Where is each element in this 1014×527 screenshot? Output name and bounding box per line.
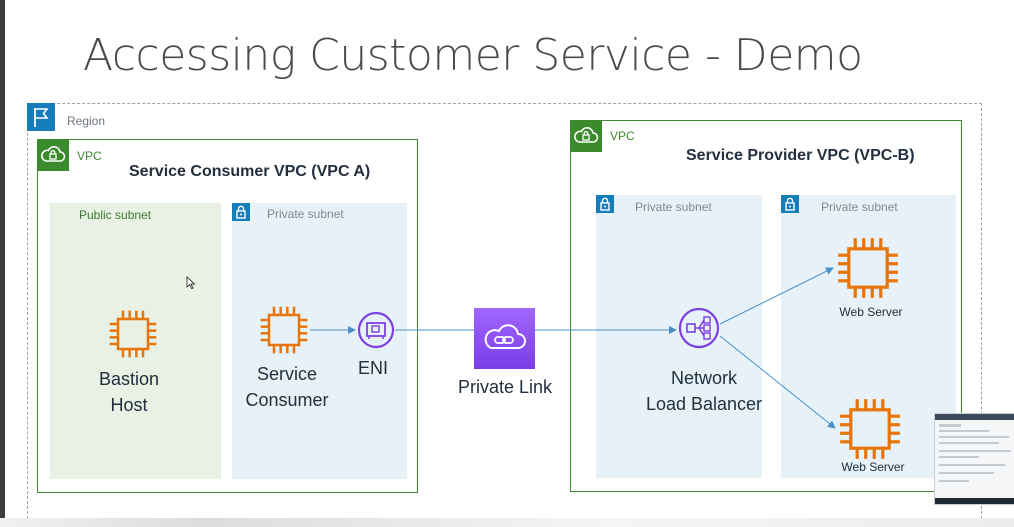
service-consumer-label-line1: Service — [256, 364, 318, 384]
private-subnet-provider-web — [781, 195, 956, 478]
private-link-label: Private Link — [457, 377, 553, 397]
private-subnet-label: Private subnet — [635, 200, 712, 214]
mouse-cursor-icon — [186, 276, 196, 290]
bastion-host-label: Bastion Host — [70, 366, 188, 418]
public-subnet-label: Public subnet — [79, 208, 152, 222]
private-subnet-label: Private subnet — [821, 200, 898, 214]
service-consumer-label: Service Consumer — [232, 361, 342, 413]
private-subnet-provider-nlb — [596, 195, 762, 478]
nlb-to-webserver2-arrow — [719, 335, 836, 429]
vpc-a-label: VPC — [77, 149, 102, 163]
slide-title: Accessing Customer Service - Demo — [83, 30, 863, 81]
web-server-label: Web Server — [839, 305, 903, 319]
vpc-a-title: Service Consumer VPC (VPC A) — [129, 163, 371, 180]
network-interface-icon — [357, 311, 395, 349]
cloud-lock-icon — [37, 139, 69, 171]
bottom-strip — [0, 518, 1014, 527]
flag-icon — [27, 103, 55, 131]
bastion-host-label-line1: Bastion — [98, 369, 160, 389]
left-edge-bar — [0, 0, 5, 527]
nlb-to-webserver1-arrow — [719, 267, 834, 325]
lock-icon — [596, 195, 614, 213]
vpc-b-title: Service Provider VPC (VPC-B) — [686, 147, 915, 164]
network-load-balancer-label: Network Load Balancer — [636, 365, 772, 417]
vpc-b-boundary — [570, 120, 962, 492]
vpc-a-boundary — [37, 139, 418, 493]
public-subnet — [50, 203, 221, 479]
cloud-lock-icon — [570, 120, 602, 152]
web-server-label: Web Server — [841, 460, 905, 474]
nlb-label-line2: Load Balancer — [645, 394, 763, 414]
nlb-label-line1: Network — [670, 368, 737, 388]
vpc-b-label: VPC — [610, 129, 635, 143]
lock-icon — [781, 195, 799, 213]
video-thumbnail — [934, 413, 1014, 505]
region-label: Region — [67, 114, 106, 128]
network-load-balancer-icon — [678, 307, 720, 349]
private-subnet-label: Private subnet — [267, 207, 344, 221]
bastion-host-label-line2: Host — [110, 395, 148, 415]
privatelink-cloud-icon — [474, 308, 535, 369]
lock-icon — [232, 203, 250, 221]
service-consumer-label-line2: Consumer — [245, 390, 329, 410]
eni-label: ENI — [357, 358, 388, 378]
